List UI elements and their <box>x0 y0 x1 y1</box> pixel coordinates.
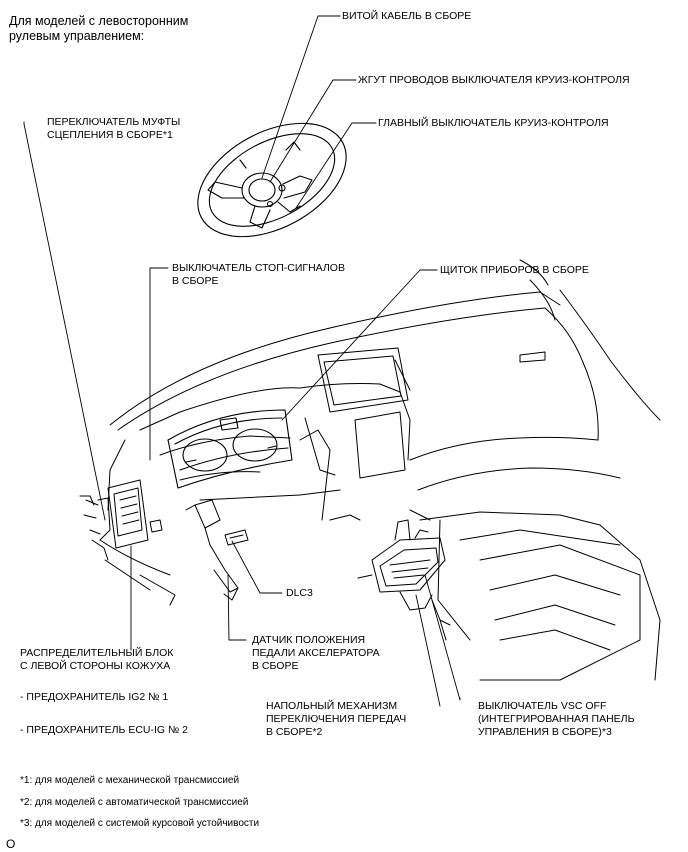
instrument-cluster-drawing <box>167 409 293 489</box>
label-cruise-main-switch: ГЛАВНЫЙ ВЫКЛЮЧАТЕЛЬ КРУИЗ-КОНТРОЛЯ <box>378 117 609 129</box>
footnote-2: *2: для моделей с автоматической трансми… <box>20 797 249 808</box>
accelerator-sensor-line-3: В СБОРЕ <box>252 660 299 672</box>
shift-lever-line-2: ПЕРЕКЛЮЧЕНИЯ ПЕРЕДАЧ <box>266 713 407 725</box>
label-fuse-ig2: - ПРЕДОХРАНИТЕЛЬ IG2 № 1 <box>20 691 169 703</box>
label-stop-lamp-switch: ВЫКЛЮЧАТЕЛЬ СТОП-СИГНАЛОВ В СБОРЕ <box>172 262 345 288</box>
shift-lever-line-1: НАПОЛЬНЫЙ МЕХАНИЗМ <box>266 700 398 712</box>
label-spiral-cable: ВИТОЙ КАБЕЛЬ В СБОРЕ <box>342 10 472 22</box>
dashboard-drawing <box>99 259 661 681</box>
steering-wheel-drawing <box>197 122 347 238</box>
clutch-switch-line-2: СЦЕПЛЕНИЯ В СБОРЕ*1 <box>47 129 173 141</box>
label-fuse-ecu-ig: - ПРЕДОХРАНИТЕЛЬ ECU-IG № 2 <box>20 724 189 736</box>
vsc-off-switch-line-2: (ИНТЕГРИРОВАННАЯ ПАНЕЛЬ <box>478 713 635 725</box>
page-header: Для моделей с левосторонним рулевым упра… <box>9 14 188 44</box>
page-marker: O <box>6 837 16 851</box>
clutch-switch-line-1: ПЕРЕКЛЮЧАТЕЛЬ МУФТЫ <box>47 116 181 128</box>
junction-block-line-1: РАСПРЕДЕЛИТЕЛЬНЫЙ БЛОК <box>20 647 174 659</box>
vsc-off-switch-line-1: ВЫКЛЮЧАТЕЛЬ VSC OFF <box>478 700 607 712</box>
header-line-1: Для моделей с левосторонним <box>9 14 189 28</box>
label-combination-meter: ЩИТОК ПРИБОРОВ В СБОРЕ <box>440 264 589 276</box>
vsc-off-switch-line-3: УПРАВЛЕНИЯ В СБОРЕ)*3 <box>478 726 612 738</box>
label-clutch-switch: ПЕРЕКЛЮЧАТЕЛЬ МУФТЫ СЦЕПЛЕНИЯ В СБОРЕ*1 <box>47 116 180 142</box>
accelerator-sensor-line-1: ДАТЧИК ПОЛОЖЕНИЯ <box>252 634 366 646</box>
junction-block-line-2: С ЛЕВОЙ СТОРОНЫ КОЖУХА <box>20 660 171 672</box>
center-display-drawing <box>304 347 409 479</box>
stop-lamp-switch-line-1: ВЫКЛЮЧАТЕЛЬ СТОП-СИГНАЛОВ <box>172 262 345 274</box>
leader-lines <box>23 15 461 707</box>
label-junction-block: РАСПРЕДЕЛИТЕЛЬНЫЙ БЛОК С ЛЕВОЙ СТОРОНЫ К… <box>20 647 173 673</box>
label-shift-lever: НАПОЛЬНЫЙ МЕХАНИЗМ ПЕРЕКЛЮЧЕНИЯ ПЕРЕДАЧ … <box>266 700 406 739</box>
stop-lamp-switch-line-2: В СБОРЕ <box>172 275 219 287</box>
footnote-3: *3: для моделей с системой курсовой усто… <box>20 818 260 829</box>
label-accelerator-sensor: ДАТЧИК ПОЛОЖЕНИЯ ПЕДАЛИ АКСЕЛЕРАТОРА В С… <box>252 634 380 673</box>
accelerator-sensor-line-2: ПЕДАЛИ АКСЕЛЕРАТОРА <box>252 647 380 659</box>
shift-lever-line-3: В СБОРЕ*2 <box>266 726 323 738</box>
shift-lever-drawing <box>357 519 451 641</box>
footnote-1: *1: для моделей с механической трансмисс… <box>20 775 240 786</box>
header-line-2: рулевым управлением: <box>9 29 145 43</box>
label-vsc-off-switch: ВЫКЛЮЧАТЕЛЬ VSC OFF (ИНТЕГРИРОВАННАЯ ПАН… <box>478 700 634 739</box>
label-dlc3: DLC3 <box>286 587 313 599</box>
pedals-drawing <box>185 499 249 601</box>
junction-block-drawing <box>79 479 163 561</box>
label-cruise-wire-harness: ЖГУТ ПРОВОДОВ ВЫКЛЮЧАТЕЛЯ КРУИЗ-КОНТРОЛЯ <box>358 74 630 86</box>
